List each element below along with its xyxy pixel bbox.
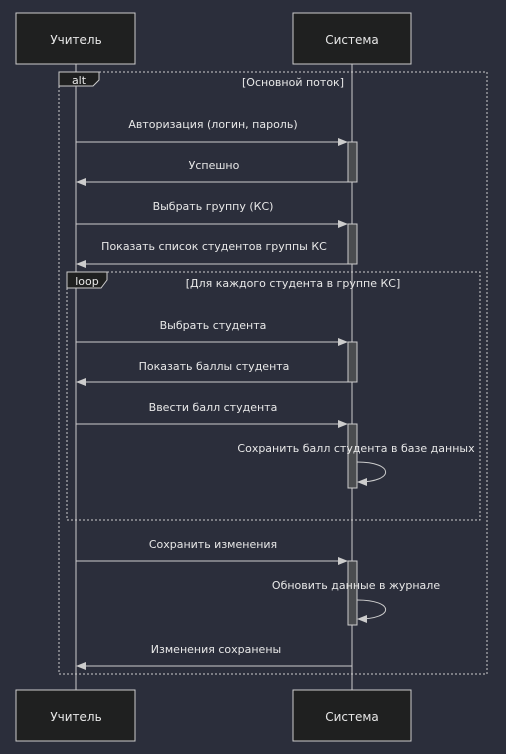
actor-teacher-label: Учитель	[50, 33, 101, 47]
actor-teacher-label: Учитель	[50, 710, 101, 724]
loop-frame-condition: [Для каждого студента в группе КС]	[186, 277, 401, 290]
actor-system-label: Система	[325, 33, 379, 47]
message-label: Обновить данные в журнале	[272, 579, 440, 592]
actor-teacher-bottom: Учитель	[15, 689, 136, 742]
message-label: Выбрать группу (КС)	[153, 200, 274, 213]
message-label: Изменения сохранены	[151, 643, 281, 656]
activation-bar	[347, 223, 358, 265]
message-label: Показать список студентов группы КС	[101, 240, 327, 253]
actor-system-label: Система	[325, 710, 379, 724]
actor-system-bottom: Система	[292, 689, 412, 742]
self-message-arrow	[356, 461, 387, 486]
message-label: Сохранить изменения	[149, 538, 277, 551]
message-label: Выбрать студента	[160, 319, 267, 332]
message-label: Успешно	[189, 159, 240, 172]
activation-bar	[347, 423, 358, 489]
loop-frame: loop [Для каждого студента в группе КС]	[66, 271, 481, 521]
loop-frame-tag: loop	[75, 275, 99, 288]
message-label: Авторизация (логин, пароль)	[128, 118, 297, 131]
actor-system-top: Система	[292, 12, 412, 65]
message-label: Сохранить балл студента в базе данных	[237, 442, 475, 455]
actor-teacher-top: Учитель	[15, 12, 136, 65]
alt-frame-condition: [Основной поток]	[242, 76, 344, 89]
alt-frame: alt [Основной поток]	[58, 71, 488, 675]
activation-bar	[347, 341, 358, 383]
alt-frame-tag: alt	[72, 74, 87, 87]
activation-bar	[347, 141, 358, 183]
activation-bar	[347, 560, 358, 626]
self-message-arrow	[356, 599, 387, 623]
message-label: Ввести балл студента	[149, 401, 278, 414]
message-label: Показать баллы студента	[139, 360, 290, 373]
